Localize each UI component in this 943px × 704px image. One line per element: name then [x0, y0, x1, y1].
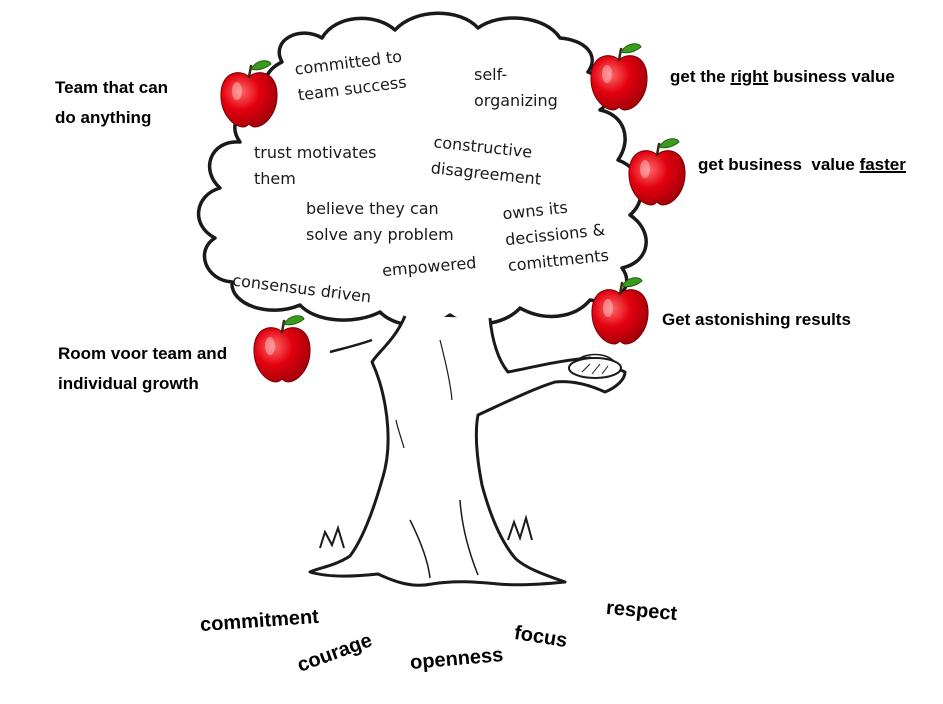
- tree-trunk: [308, 315, 627, 587]
- fruit-label-astonishing-results: Get astonishing results: [662, 310, 851, 329]
- fruit-label-business-value-faster: get business value faster: [698, 155, 906, 174]
- fruit-label-right-business-value: get the right business value: [670, 67, 895, 86]
- phrase-self-organizing: self- organizing: [474, 65, 558, 110]
- apple-icon: [627, 137, 687, 207]
- phrase-believe-they-can-solve: believe they can solve any problem: [306, 199, 454, 244]
- fruit-label-team-that-can-do-anything: Team that can do anything: [55, 78, 169, 127]
- apple-icon: [252, 314, 312, 384]
- fruit-label-room-for-growth: Room voor team and individual growth: [58, 344, 228, 393]
- apple-icon: [589, 42, 649, 112]
- phrase-owns-its-decisions: owns its decissions & comittments: [501, 197, 610, 276]
- phrase-trust-motivates-them: trust motivates them: [254, 143, 377, 188]
- canopy-cloud: [197, 11, 648, 327]
